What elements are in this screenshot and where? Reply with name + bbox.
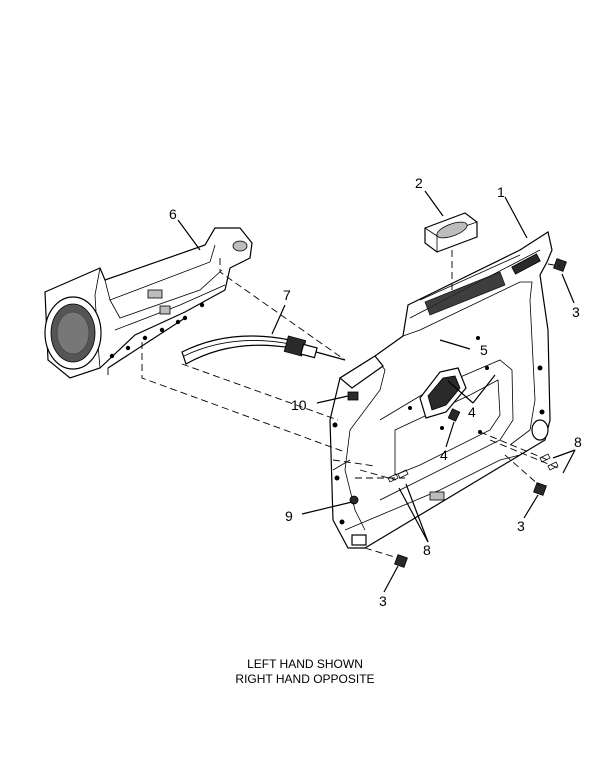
speaker-bracket-part-6 bbox=[44, 227, 253, 379]
callout-6: 6 bbox=[169, 206, 177, 222]
callout-3-bottom-right: 3 bbox=[517, 518, 525, 534]
push-pin-top-right-part-3 bbox=[553, 258, 567, 272]
caption-line-1: LEFT HAND SHOWN bbox=[247, 657, 363, 671]
callout-8-bottom: 8 bbox=[423, 542, 431, 558]
insert-bezel-part-2 bbox=[424, 212, 478, 253]
callout-1: 1 bbox=[497, 184, 505, 200]
callout-4-lower: 4 bbox=[440, 447, 448, 463]
retainer-clips-part-8 bbox=[387, 453, 559, 483]
leader-lines bbox=[177, 190, 576, 593]
alignment-lines bbox=[107, 250, 561, 559]
callout-8-right: 8 bbox=[574, 434, 582, 450]
clip-part-10 bbox=[347, 391, 359, 401]
callout-labels: 1 2 3 3 3 4 4 5 6 7 8 8 9 10 bbox=[169, 175, 582, 609]
push-pin-bottom-right-part-3 bbox=[533, 482, 547, 496]
door-trim-panel-part-1 bbox=[329, 231, 553, 549]
callout-2: 2 bbox=[415, 175, 423, 191]
screw-part-4 bbox=[447, 408, 461, 422]
callout-10: 10 bbox=[291, 397, 307, 413]
callout-7: 7 bbox=[283, 287, 291, 303]
callout-9: 9 bbox=[285, 508, 293, 524]
callout-5: 5 bbox=[480, 342, 488, 358]
pull-strap-part-7 bbox=[181, 335, 346, 365]
callout-3-top-right: 3 bbox=[572, 304, 580, 320]
caption-line-2: RIGHT HAND OPPOSITE bbox=[235, 672, 375, 686]
callout-4-upper: 4 bbox=[468, 404, 476, 420]
callout-3-bottom: 3 bbox=[379, 593, 387, 609]
push-pin-bottom-part-3 bbox=[394, 554, 408, 568]
